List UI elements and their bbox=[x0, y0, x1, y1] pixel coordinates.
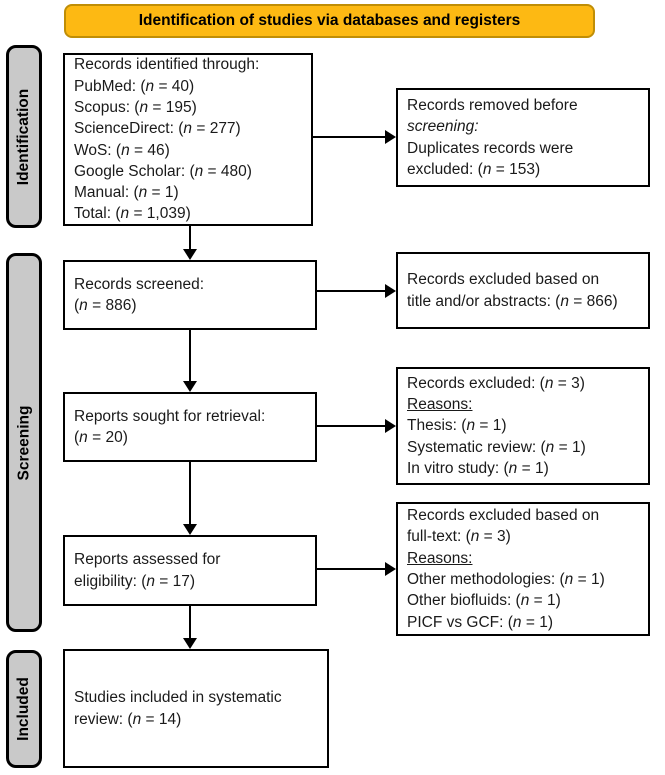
arrow-stem bbox=[317, 424, 387, 428]
text-line: ScienceDirect: (n = 277) bbox=[74, 120, 241, 138]
box-studies-included: Studies included in systematic review: (n… bbox=[63, 649, 329, 768]
text-line: excluded: (n = 153) bbox=[407, 160, 541, 178]
text-line: Other methodologies: (n = 1) bbox=[407, 571, 605, 588]
arrow-stem bbox=[188, 462, 192, 525]
stage-identification-label: Identification bbox=[15, 88, 33, 185]
arrow-head-down-icon bbox=[183, 638, 197, 649]
box-excluded-fulltext-reasons: Records excluded based on full-text: (n =… bbox=[396, 502, 650, 636]
text-line: eligibility: (n = 17) bbox=[74, 572, 196, 590]
arrow-head-right-icon bbox=[385, 284, 396, 298]
arrow-head-right-icon bbox=[385, 562, 396, 576]
arrow-head-right-icon bbox=[385, 419, 396, 433]
text-line: Reports assessed for bbox=[74, 551, 221, 569]
stage-included: Included bbox=[6, 650, 42, 768]
text-line: Records screened: bbox=[74, 275, 205, 293]
arrow-stem bbox=[188, 226, 192, 251]
arrow-stem bbox=[188, 330, 192, 382]
arrow-stem bbox=[188, 606, 192, 639]
text-line: title and/or abstracts: (n = 866) bbox=[407, 292, 618, 310]
text-line: Duplicates records were bbox=[407, 139, 574, 157]
text-line: PICF vs GCF: (n = 1) bbox=[407, 613, 553, 631]
text-line: PubMed: (n = 40) bbox=[74, 77, 195, 95]
text-line: Reports sought for retrieval: bbox=[74, 407, 266, 425]
text-line: Records excluded based on bbox=[407, 507, 600, 525]
text-line: review: (n = 14) bbox=[74, 710, 182, 728]
stage-screening: Screening bbox=[6, 253, 42, 632]
box-excluded-retrieval-reasons: Records excluded: (n = 3) Reasons: Thesis:… bbox=[396, 367, 650, 485]
text-line: Other biofluids: (n = 1) bbox=[407, 592, 561, 610]
box-records-removed-before-screening: Records removed before screening: Duplicat… bbox=[396, 88, 650, 187]
stage-included-label: Included bbox=[15, 677, 33, 741]
text-line: Reasons: bbox=[407, 549, 473, 567]
text-line: (n = 20) bbox=[74, 429, 128, 446]
text-line: Records identified through: bbox=[74, 56, 260, 74]
text-line: Total: (n = 1,039) bbox=[74, 205, 191, 223]
arrow-head-down-icon bbox=[183, 524, 197, 535]
text-line: Scopus: (n = 195) bbox=[74, 98, 197, 116]
stage-identification: Identification bbox=[6, 45, 42, 228]
banner-title: Identification of studies via databases … bbox=[64, 4, 595, 38]
text-line: Records excluded based on bbox=[407, 271, 600, 289]
text-line: (n = 886) bbox=[74, 297, 137, 314]
arrow-head-right-icon bbox=[385, 130, 396, 144]
box-records-identified: Records identified through: PubMed: (n = … bbox=[63, 53, 313, 226]
arrow-stem bbox=[313, 135, 387, 139]
text-line: Google Scholar: (n = 480) bbox=[74, 162, 252, 180]
stage-screening-label: Screening bbox=[15, 405, 33, 480]
arrow-head-down-icon bbox=[183, 381, 197, 392]
text-line: Studies included in systematic bbox=[74, 689, 282, 707]
text-line: screening: bbox=[407, 118, 479, 136]
box-reports-assessed: Reports assessed for eligibility: (n = 17… bbox=[63, 535, 317, 606]
text-line: Thesis: (n = 1) bbox=[407, 417, 507, 435]
arrow-head-down-icon bbox=[183, 249, 197, 260]
text-line: Records removed before bbox=[407, 96, 578, 114]
box-excluded-title-abstract: Records excluded based on title and/or ab… bbox=[396, 252, 650, 329]
text-line: full-text: (n = 3) bbox=[407, 528, 511, 546]
text-line: Systematic review: (n = 1) bbox=[407, 438, 586, 456]
text-line: In vitro study: (n = 1) bbox=[407, 459, 549, 477]
box-reports-sought: Reports sought for retrieval: (n = 20) bbox=[63, 392, 317, 462]
text-line: Records excluded: (n = 3) bbox=[407, 374, 585, 392]
box-records-screened: Records screened: (n = 886) bbox=[63, 260, 317, 330]
arrow-stem bbox=[317, 289, 387, 293]
text-line: WoS: (n = 46) bbox=[74, 141, 170, 159]
arrow-stem bbox=[317, 567, 387, 571]
text-line: Manual: (n = 1) bbox=[74, 184, 179, 202]
text-line: Reasons: bbox=[407, 396, 473, 414]
